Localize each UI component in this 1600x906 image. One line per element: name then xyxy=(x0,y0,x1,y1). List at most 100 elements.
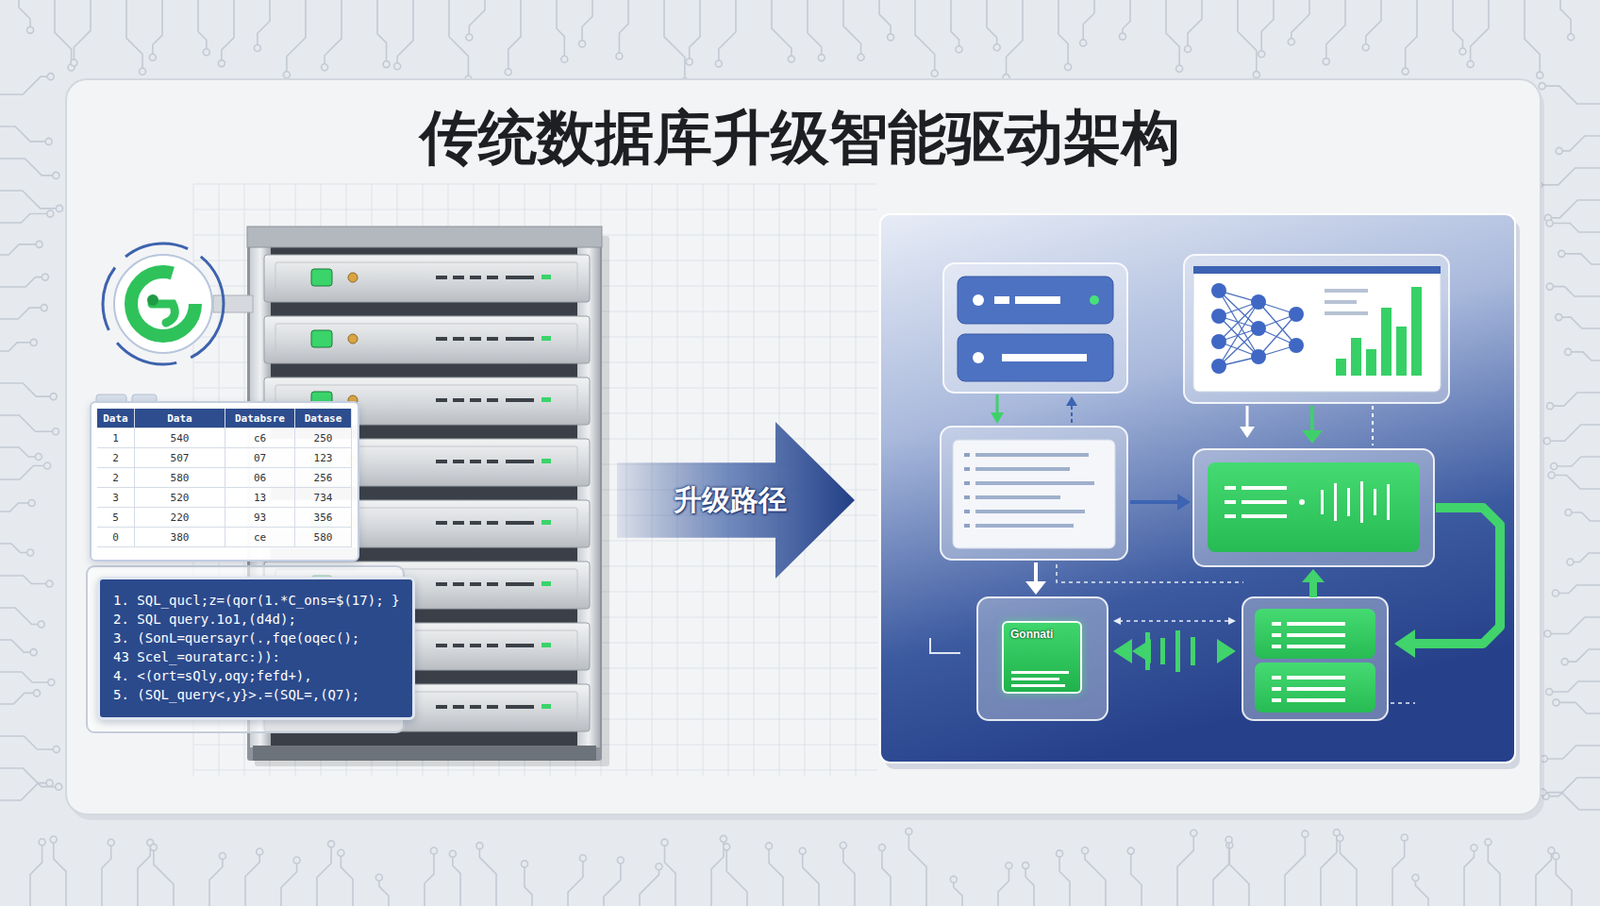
circuit-trace xyxy=(711,838,724,906)
arrowhead xyxy=(990,412,1004,424)
activity-led xyxy=(541,519,551,525)
vent-slot xyxy=(469,520,482,525)
stack-card xyxy=(1254,608,1376,659)
table-cell: ce xyxy=(225,527,296,548)
circuit-pad xyxy=(931,69,938,77)
green-line xyxy=(1241,514,1287,518)
circuit-pad xyxy=(394,63,401,70)
vent-slot xyxy=(486,704,499,709)
circuit-pad xyxy=(520,860,528,867)
stack-line xyxy=(1286,633,1346,637)
table-cell: 1 xyxy=(97,428,135,449)
circuit-pad xyxy=(1336,833,1344,841)
table-cell: 06 xyxy=(225,467,296,488)
title: 传统数据库升级智能驱动架构 xyxy=(0,100,1600,175)
circuit-trace xyxy=(452,853,461,906)
circuit-pad xyxy=(1565,509,1572,517)
circuit-pad xyxy=(47,73,54,81)
circuit-pad xyxy=(37,620,45,628)
nn-neuron xyxy=(1288,306,1304,322)
circuit-trace xyxy=(0,342,34,351)
doc-bullet xyxy=(964,495,970,500)
circuit-trace xyxy=(137,842,150,906)
circuit-pad xyxy=(466,33,473,41)
status-led xyxy=(311,268,333,286)
circuit-trace xyxy=(30,841,43,906)
circuit-pad xyxy=(1548,471,1555,479)
arrow-line xyxy=(1411,507,1500,644)
vent-slot xyxy=(505,398,534,402)
doc-bullet xyxy=(964,481,970,485)
circuit-pad xyxy=(723,843,731,850)
vent-slot xyxy=(505,643,534,648)
circuit-pad xyxy=(50,393,57,400)
circuit-pad xyxy=(46,580,53,587)
server-unit xyxy=(264,254,590,302)
circuit-trace xyxy=(771,0,792,60)
circuit-trace xyxy=(1553,456,1600,467)
circuit-pad xyxy=(375,873,383,881)
db-unit xyxy=(957,276,1114,324)
arrowhead xyxy=(1066,396,1078,406)
circuit-trace xyxy=(245,851,260,906)
activity-led xyxy=(541,642,551,648)
table-cell: 93 xyxy=(225,507,296,528)
unit-face xyxy=(275,262,578,295)
vent-slot xyxy=(452,275,465,280)
vent-slot xyxy=(435,275,448,280)
green-dot xyxy=(1299,499,1305,505)
circuit-pad xyxy=(1252,71,1260,79)
circuit-pad xyxy=(955,46,963,53)
table-cell: 356 xyxy=(295,507,352,528)
circuit-pad xyxy=(1466,60,1474,67)
circuit-pad xyxy=(45,137,52,145)
arrowhead xyxy=(1216,638,1236,664)
vent-slot xyxy=(469,582,482,586)
circuit-pad xyxy=(253,44,261,51)
circuit-pad xyxy=(41,273,49,281)
circuit-trace xyxy=(1405,0,1417,72)
circuit-pad xyxy=(1080,39,1087,47)
circuit-trace xyxy=(379,877,389,906)
signal-bar xyxy=(1360,481,1364,523)
circuit-trace xyxy=(468,0,485,37)
glass-card xyxy=(1242,597,1388,720)
nn-link xyxy=(1218,301,1259,342)
circuit-pad xyxy=(878,843,885,850)
icon-disc xyxy=(114,254,213,353)
circuit-trace xyxy=(915,0,935,74)
vent-slot xyxy=(469,336,482,341)
circuit-trace xyxy=(0,415,56,432)
circuit-trace xyxy=(0,735,57,750)
circuit-pad xyxy=(46,779,53,786)
circuit-trace xyxy=(281,860,298,906)
db-led xyxy=(1089,295,1100,305)
arrowhead xyxy=(1301,430,1323,444)
vent-slot xyxy=(486,582,499,586)
arrow-line xyxy=(1310,405,1315,434)
circuit-pad xyxy=(293,856,300,864)
circuit-pad xyxy=(283,71,290,79)
circuit-trace xyxy=(0,447,39,457)
circuit-pad xyxy=(766,842,773,850)
circuit-pad xyxy=(661,838,668,846)
vent-slot xyxy=(469,459,482,464)
dashed-link xyxy=(1056,564,1244,583)
vent-slot xyxy=(505,336,534,341)
circuit-pad xyxy=(35,240,43,248)
stack-line xyxy=(1271,644,1282,649)
doc-bullet xyxy=(964,452,970,457)
circuit-trace xyxy=(1213,844,1230,906)
vent-slot xyxy=(435,459,448,464)
circuit-trace xyxy=(1567,512,1600,521)
chart-bar xyxy=(1350,337,1362,376)
circuit-trace xyxy=(316,843,332,906)
circuit-trace xyxy=(0,76,51,95)
circuit-pad xyxy=(1550,463,1558,470)
vent-slot xyxy=(486,643,499,648)
vent-slot xyxy=(435,643,448,648)
stack-line xyxy=(1271,675,1282,680)
stack-line xyxy=(1286,621,1346,626)
circuit-trace xyxy=(998,865,1009,906)
chip-line xyxy=(1011,683,1066,687)
